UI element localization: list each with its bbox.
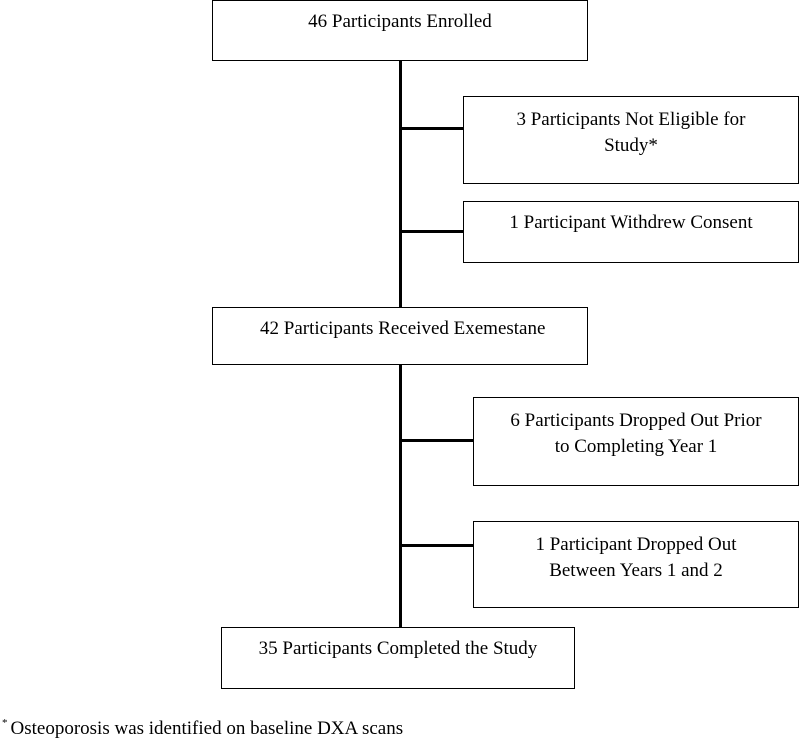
box-received: 42 Participants Received Exemestane [212,307,588,365]
connector-trunk-bottom [399,365,402,628]
connector-branch-dropped-year1 [399,439,475,442]
connector-branch-not-eligible [399,127,465,130]
box-dropped-year1: 6 Participants Dropped Out Prior to Comp… [473,397,799,486]
box-completed: 35 Participants Completed the Study [221,627,575,689]
box-enrolled: 46 Participants Enrolled [212,0,588,61]
box-not-eligible-label: 3 Participants Not Eligible for Study* [516,109,746,156]
box-enrolled-label: 46 Participants Enrolled [308,11,492,32]
box-dropped-year2-label: 1 Participant Dropped Out Between Years … [535,534,737,581]
footnote-marker: * [2,717,8,729]
connector-branch-withdrew [399,230,465,233]
box-dropped-year1-label: 6 Participants Dropped Out Prior to Comp… [510,410,762,457]
footnote: *Osteoporosis was identified on baseline… [2,717,403,740]
box-withdrew-label: 1 Participant Withdrew Consent [509,212,753,233]
box-received-label: 42 Participants Received Exemestane [260,318,546,339]
box-not-eligible: 3 Participants Not Eligible for Study* [463,96,799,184]
connector-trunk-top [399,61,402,307]
box-completed-label: 35 Participants Completed the Study [258,638,538,659]
connector-branch-dropped-year2 [399,544,475,547]
footnote-text: Osteoporosis was identified on baseline … [10,718,404,739]
box-withdrew: 1 Participant Withdrew Consent [463,201,799,263]
box-dropped-year2: 1 Participant Dropped Out Between Years … [473,521,799,608]
